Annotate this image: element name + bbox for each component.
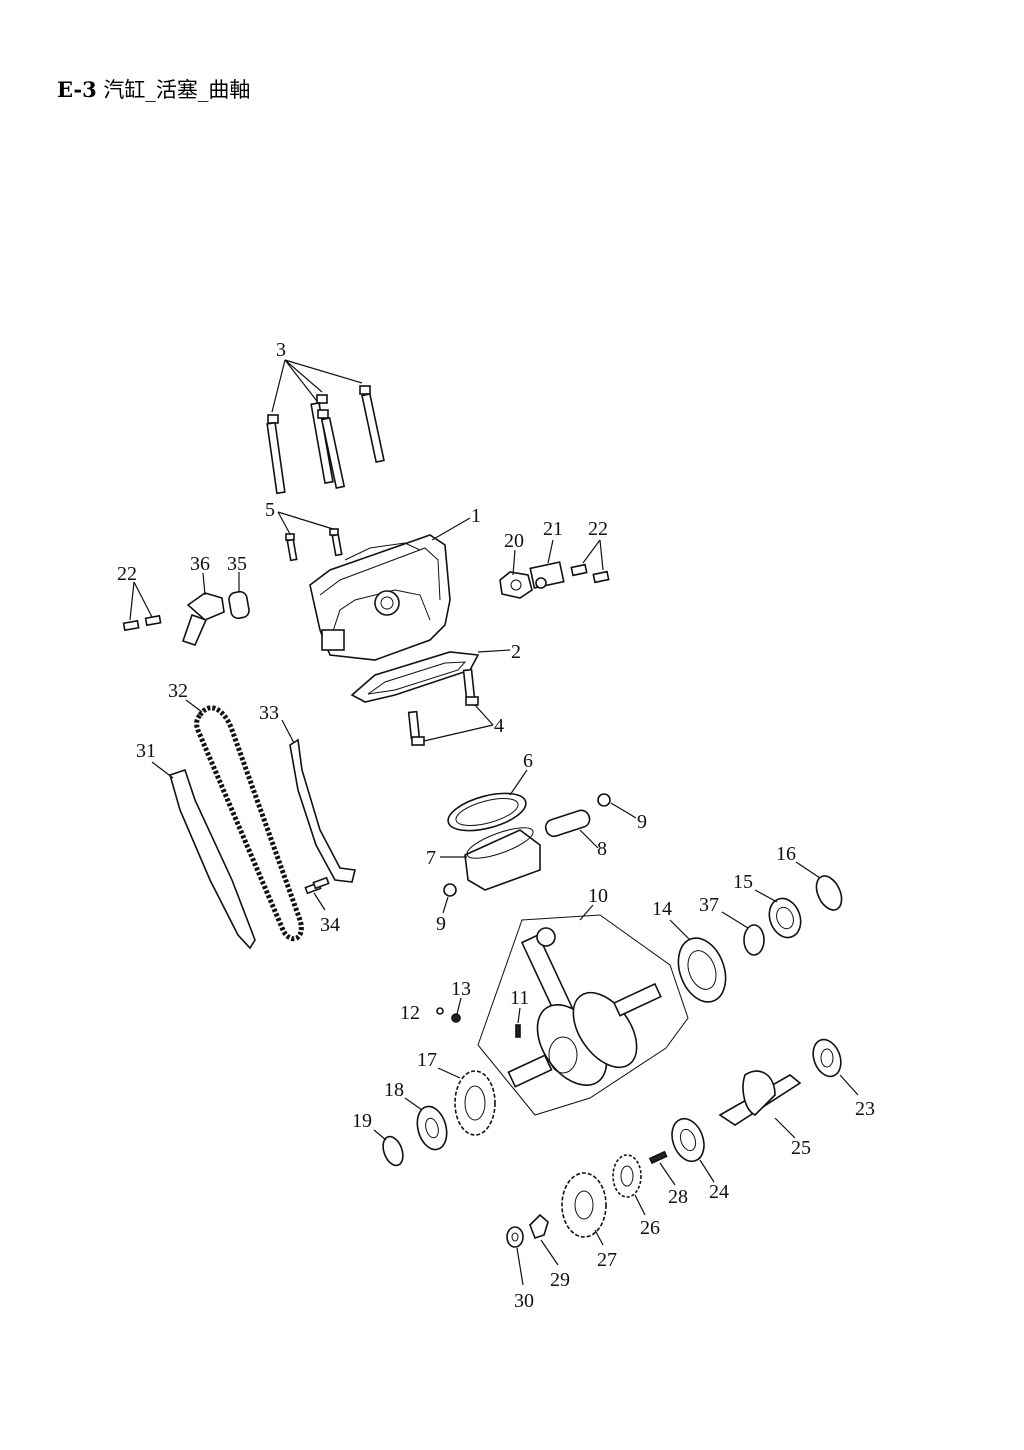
callout-26: 26 [640, 1217, 660, 1239]
callout-17: 17 [417, 1049, 437, 1071]
callout-37: 37 [699, 894, 719, 916]
callout-34: 34 [320, 914, 340, 936]
callout-12: 12 [400, 1002, 420, 1024]
callout-15: 15 [733, 871, 753, 893]
cylinder-bolts [266, 359, 385, 495]
piston-rings [447, 769, 528, 832]
balancer-shaft [671, 1038, 859, 1183]
callout-labels: 3 5 1 20 21 22 22 36 35 2 32 33 4 31 6 9… [117, 339, 875, 1312]
callout-36: 36 [190, 553, 210, 575]
small-pins [436, 997, 462, 1023]
callout-20: 20 [504, 530, 524, 552]
callout-2: 2 [511, 641, 521, 663]
callout-16: 16 [776, 843, 796, 865]
callout-28: 28 [668, 1186, 688, 1208]
base-bolts [407, 668, 494, 746]
callout-13: 13 [451, 978, 471, 1000]
callout-1: 1 [471, 505, 481, 527]
piston-pin-clips [442, 793, 637, 914]
callout-10: 10 [588, 885, 608, 907]
callout-19: 19 [352, 1110, 372, 1132]
callout-31: 31 [136, 740, 156, 762]
cylinder-gasket [350, 649, 511, 703]
cam-chain-tensioner [499, 539, 610, 599]
timing-chain [185, 699, 304, 942]
page-title: E-3 汽缸_活塞_曲軸 [57, 74, 250, 104]
callout-22-right: 22 [588, 518, 608, 540]
crank-bearings-right [669, 861, 843, 1003]
callout-23: 23 [855, 1098, 875, 1120]
callout-33: 33 [259, 702, 279, 724]
callout-25: 25 [791, 1137, 811, 1159]
dowel-bolts [277, 511, 343, 562]
callout-22-left: 22 [117, 563, 137, 585]
callout-29: 29 [550, 1269, 570, 1291]
section-code: E-3 [57, 77, 97, 102]
callout-9-left: 9 [436, 913, 446, 935]
callout-18: 18 [384, 1079, 404, 1101]
callout-9-right: 9 [637, 811, 647, 833]
callout-24: 24 [709, 1181, 729, 1203]
balancer-gears [506, 1150, 676, 1286]
callout-27: 27 [597, 1249, 617, 1271]
callout-35: 35 [227, 553, 247, 575]
callout-5: 5 [265, 499, 275, 521]
callout-11: 11 [510, 987, 529, 1009]
cylinder-block [309, 517, 471, 661]
callout-21: 21 [543, 518, 563, 540]
callout-4: 4 [494, 715, 504, 737]
crank-gears-left [373, 1067, 496, 1167]
chain-tensioner-guide [281, 719, 356, 911]
callout-32: 32 [168, 680, 188, 702]
callout-6: 6 [523, 750, 533, 772]
crankshaft-assembly [477, 904, 689, 1116]
piston [440, 827, 541, 891]
piston-pin [544, 809, 599, 849]
section-title: 汽缸_活塞_曲軸 [103, 78, 251, 102]
callout-3: 3 [276, 339, 286, 361]
chain-guide-31 [151, 761, 256, 950]
callout-14: 14 [652, 898, 672, 920]
thermostat-housing [122, 572, 250, 646]
callout-30: 30 [514, 1290, 534, 1312]
callout-8: 8 [597, 838, 607, 860]
callout-7: 7 [426, 847, 436, 869]
